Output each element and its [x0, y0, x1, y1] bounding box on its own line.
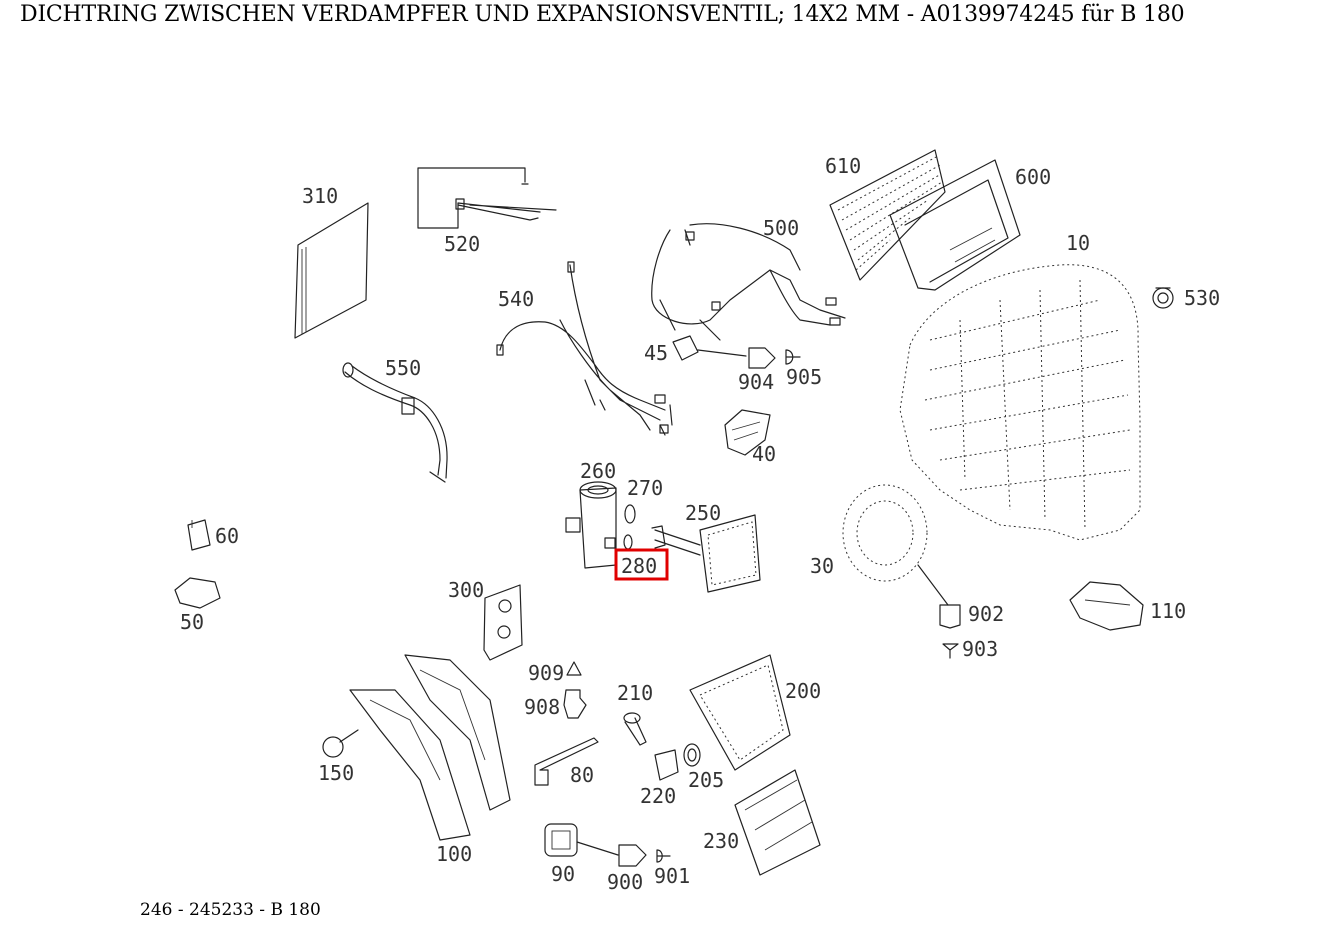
label-908[interactable]: 908	[524, 695, 560, 719]
label-600[interactable]: 600	[1015, 165, 1051, 189]
diagram-footer: 246 - 245233 - B 180	[140, 900, 321, 920]
part-610-drawing[interactable]	[829, 149, 946, 281]
part-220-drawing[interactable]	[654, 749, 679, 781]
part-150-drawing[interactable]	[322, 729, 359, 758]
label-205[interactable]: 205	[688, 768, 724, 792]
part-310-drawing[interactable]	[294, 202, 369, 339]
part-550-drawing[interactable]	[342, 362, 448, 483]
part-903-drawing[interactable]	[942, 643, 959, 659]
label-100[interactable]: 100	[436, 842, 472, 866]
label-10[interactable]: 10	[1066, 231, 1090, 255]
part-110-drawing[interactable]	[1069, 581, 1144, 631]
label-270[interactable]: 270	[627, 476, 663, 500]
part-50-drawing[interactable]	[174, 577, 221, 609]
label-904[interactable]: 904	[738, 370, 774, 394]
label-540[interactable]: 540	[498, 287, 534, 311]
part-200-drawing[interactable]	[689, 654, 791, 771]
part-210-drawing[interactable]	[623, 712, 647, 746]
part-530-drawing[interactable]	[1152, 287, 1174, 309]
label-905[interactable]: 905	[786, 365, 822, 389]
label-310[interactable]: 310	[302, 184, 338, 208]
part-60-drawing[interactable]	[187, 519, 211, 551]
label-909[interactable]: 909	[528, 661, 564, 685]
label-900[interactable]: 900	[607, 870, 643, 894]
part-90-drawing[interactable]	[544, 823, 619, 857]
highlight-box-280	[614, 548, 669, 581]
part-905-drawing[interactable]	[785, 349, 801, 365]
label-500[interactable]: 500	[763, 216, 799, 240]
label-903[interactable]: 903	[962, 637, 998, 661]
label-260[interactable]: 260	[580, 459, 616, 483]
part-901-drawing[interactable]	[656, 849, 671, 863]
label-210[interactable]: 210	[617, 681, 653, 705]
page-title: DICHTRING ZWISCHEN VERDAMPFER UND EXPANS…	[20, 2, 1185, 27]
label-250[interactable]: 250	[685, 501, 721, 525]
part-540-drawing[interactable]	[496, 261, 673, 436]
part-80-drawing[interactable]	[534, 737, 599, 786]
part-600-drawing[interactable]	[889, 159, 1021, 291]
part-30-drawing[interactable]	[842, 484, 949, 606]
label-60[interactable]: 60	[215, 524, 239, 548]
label-50[interactable]: 50	[180, 610, 204, 634]
label-520[interactable]: 520	[444, 232, 480, 256]
part-205-drawing[interactable]	[683, 743, 701, 767]
part-10-drawing[interactable]	[899, 264, 1141, 541]
label-110[interactable]: 110	[1150, 599, 1186, 623]
part-280-drawing[interactable]	[623, 534, 633, 550]
label-530[interactable]: 530	[1184, 286, 1220, 310]
label-45[interactable]: 45	[644, 341, 668, 365]
label-610[interactable]: 610	[825, 154, 861, 178]
part-902-drawing[interactable]	[939, 604, 961, 629]
part-40-drawing[interactable]	[724, 409, 771, 456]
label-150[interactable]: 150	[318, 761, 354, 785]
part-230-drawing[interactable]	[734, 769, 821, 876]
label-901[interactable]: 901	[654, 864, 690, 888]
part-908-drawing[interactable]	[563, 689, 587, 719]
label-280[interactable]: 280	[621, 554, 657, 578]
label-80[interactable]: 80	[570, 763, 594, 787]
label-550[interactable]: 550	[385, 356, 421, 380]
label-300[interactable]: 300	[448, 578, 484, 602]
label-220[interactable]: 220	[640, 784, 676, 808]
part-909-drawing[interactable]	[566, 661, 582, 676]
label-90[interactable]: 90	[551, 862, 575, 886]
part-500-drawing[interactable]	[651, 223, 846, 341]
label-902[interactable]: 902	[968, 602, 1004, 626]
part-904-drawing[interactable]	[748, 347, 776, 369]
part-270-drawing[interactable]	[624, 504, 636, 524]
label-30[interactable]: 30	[810, 554, 834, 578]
part-100-drawing[interactable]	[349, 654, 511, 841]
part-45-drawing[interactable]	[672, 335, 747, 361]
part-900-drawing[interactable]	[618, 844, 647, 867]
part-520-drawing[interactable]	[417, 167, 557, 229]
part-260-drawing[interactable]	[565, 481, 617, 569]
label-40[interactable]: 40	[752, 442, 776, 466]
part-250-drawing[interactable]	[651, 514, 761, 593]
part-300-drawing[interactable]	[483, 584, 523, 661]
label-230[interactable]: 230	[703, 829, 739, 853]
label-200[interactable]: 200	[785, 679, 821, 703]
